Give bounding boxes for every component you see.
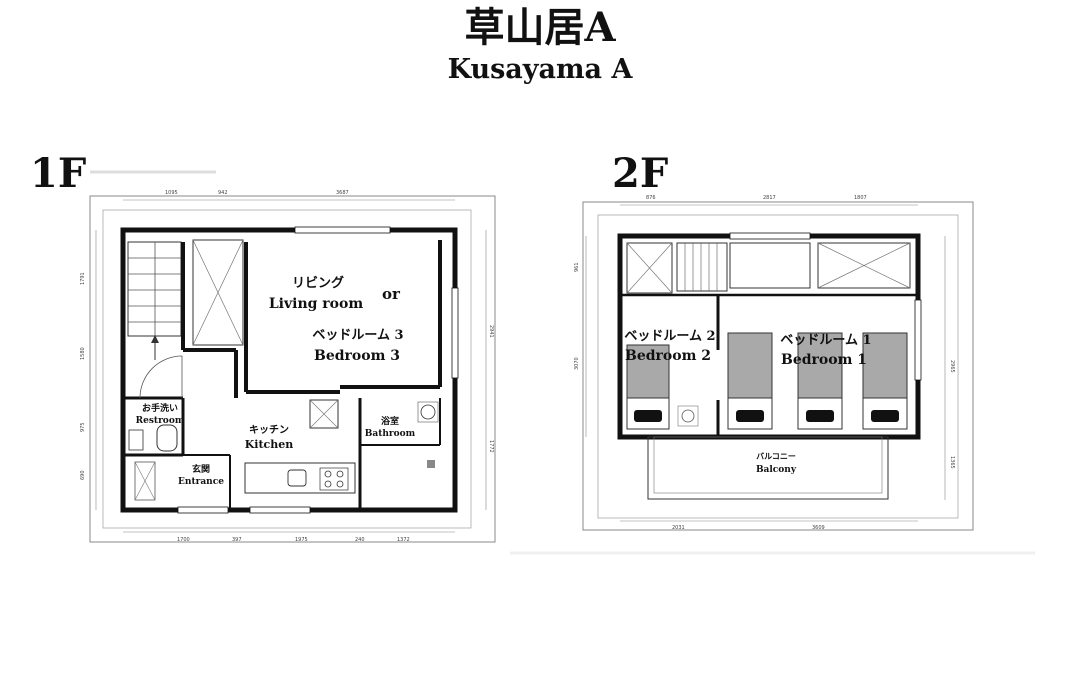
dim-top-0: 1095 <box>165 190 178 196</box>
shower-icon <box>427 460 435 468</box>
kitchen-counter <box>244 462 356 494</box>
stove-icon <box>319 467 349 491</box>
entrance-label-en: Entrance <box>178 477 224 487</box>
bedroom2-label-en: Bedroom 2 <box>625 348 711 364</box>
dim-top-0: 876 <box>646 195 656 201</box>
dim-right-0: 2965 <box>949 360 955 373</box>
dim-left-0: 961 <box>574 262 580 272</box>
bedroom3-label-en: Bedroom 3 <box>314 348 400 364</box>
bedroom1-label-jp: ベッドルーム 1 <box>780 333 871 348</box>
bathroom-label-jp: 浴室 <box>381 415 399 427</box>
dim-left-2: 975 <box>80 422 86 432</box>
first-floor-plan: 1095 942 3687 1700 397 1975 240 1372 179… <box>80 190 496 543</box>
washbasin-icon <box>681 409 695 423</box>
bed-4 <box>862 332 908 430</box>
dim-left-1: 3070 <box>574 357 580 370</box>
dim-top-2: 1807 <box>854 195 867 201</box>
restroom-label-en: Restroom <box>136 416 185 426</box>
site-boundary-inner <box>102 209 472 529</box>
site-boundary <box>89 195 496 543</box>
or-label: or <box>382 285 401 303</box>
stairs <box>676 242 728 292</box>
fridge <box>309 399 339 429</box>
dim-left-1: 1580 <box>80 347 86 360</box>
dim-bottom-1: 397 <box>232 537 242 543</box>
second-floor-plan: 876 2817 1807 2031 3609 961 3070 2965 13… <box>574 195 974 531</box>
closet <box>192 239 244 346</box>
bathroom-label-en: Bathroom <box>365 429 416 439</box>
dim-bottom-2: 1975 <box>295 537 308 543</box>
plan-subtitle: Kusayama A <box>447 54 633 85</box>
dim-top-2: 3687 <box>336 190 349 196</box>
dim-bottom-0: 1700 <box>177 537 190 543</box>
floor-label-2f: 2F <box>612 150 669 197</box>
kitchen-label-en: Kitchen <box>245 438 294 451</box>
dim-right-1: 1772 <box>488 440 494 453</box>
dim-top-1: 942 <box>218 190 228 196</box>
bedroom1-label-en: Bedroom 1 <box>781 352 867 368</box>
entrance-label-jp: 玄関 <box>192 463 210 475</box>
balcony-label-jp: バルコニー <box>756 451 796 461</box>
dim-bottom-1: 3609 <box>812 525 825 531</box>
site-boundary <box>582 201 974 531</box>
site-boundary-inner <box>597 214 959 519</box>
dim-bottom-3: 240 <box>355 537 365 543</box>
balcony-label-en: Balcony <box>756 465 797 475</box>
sink-icon <box>287 469 307 487</box>
bed-3 <box>797 332 843 430</box>
kitchen-label-jp: キッチン <box>249 424 289 436</box>
bed-2 <box>727 332 773 430</box>
bedroom2-label-jp: ベッドルーム 2 <box>624 329 715 344</box>
floor-label-1f: 1F <box>30 150 87 197</box>
dim-bottom-0: 2031 <box>672 525 685 531</box>
dim-right-0: 2941 <box>488 325 494 338</box>
living-label-jp: リビング <box>292 275 344 291</box>
bedroom3-label-jp: ベッドルーム 3 <box>312 328 403 343</box>
living-label-en: Living room <box>269 296 364 312</box>
bed-1 <box>626 344 670 430</box>
dim-top-1: 2817 <box>763 195 776 201</box>
stairs <box>127 241 182 360</box>
dim-right-1: 1365 <box>949 456 955 469</box>
restroom-label-jp: お手洗い <box>142 402 178 414</box>
dim-bottom-4: 1372 <box>397 537 410 543</box>
dim-left-3: 690 <box>80 470 86 480</box>
plan-title: 草山居A <box>464 4 616 51</box>
exterior-wall <box>120 227 458 513</box>
toilet-icon <box>156 424 178 452</box>
dim-left-0: 1791 <box>80 272 86 285</box>
